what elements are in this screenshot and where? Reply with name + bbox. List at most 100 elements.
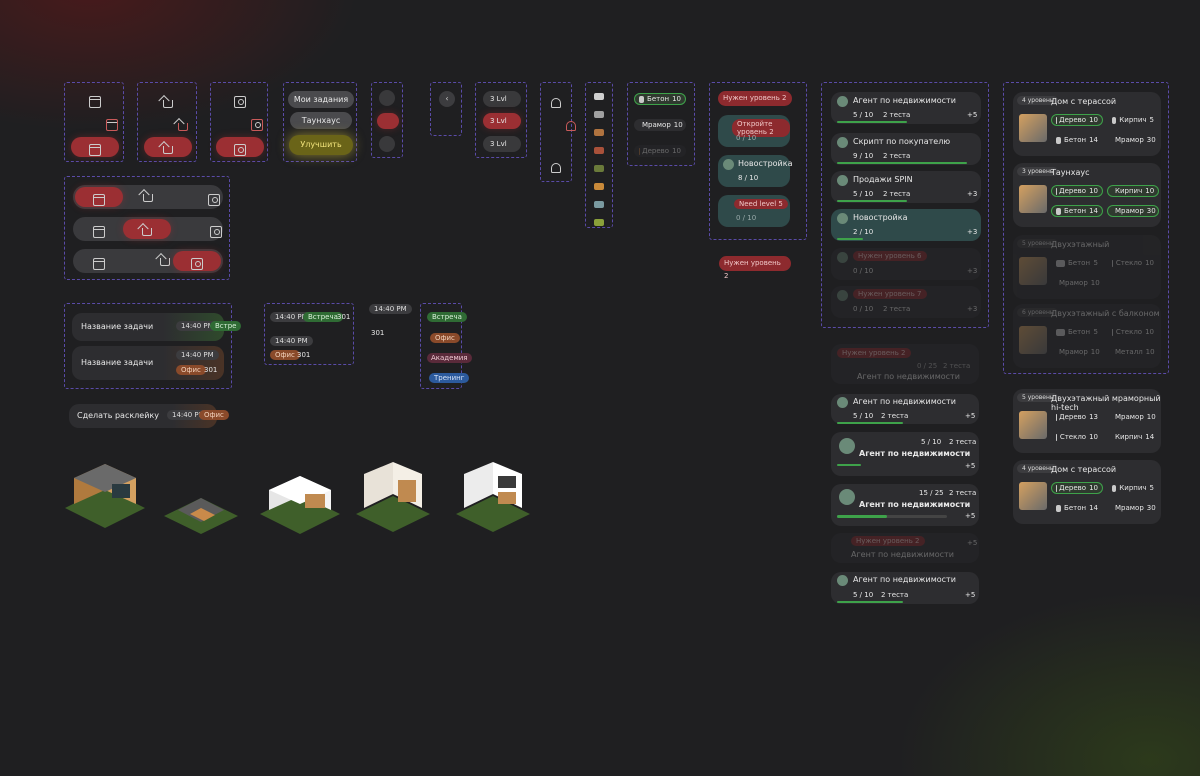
house-thumbnail [1019, 326, 1047, 354]
navbar [73, 185, 223, 209]
agent-card[interactable]: Агент по недвижимости 5 / 10 2 теста +5 [831, 572, 979, 604]
home-button-active[interactable] [144, 137, 192, 157]
houses-list [1003, 82, 1169, 374]
tree-icon [594, 219, 604, 226]
marble-icon [594, 93, 604, 100]
calendar-icon[interactable] [93, 258, 105, 270]
tag-chips: Встреча Офис Академия Тренинг [420, 303, 472, 389]
house-illustration-1 [65, 464, 145, 528]
townhouse-button[interactable]: Таунхаус [290, 112, 352, 129]
profile-icon[interactable] [251, 119, 264, 131]
avatar [837, 137, 848, 148]
level-pill-active[interactable]: 3 Lvl [483, 113, 521, 129]
nav-profile-active[interactable] [173, 251, 221, 271]
calendar-icon[interactable] [93, 226, 105, 238]
grid-icon[interactable] [379, 90, 395, 106]
bell-icon[interactable] [551, 98, 561, 108]
task-card-variants: Название задачи 14:40 PM Встре Название … [64, 303, 242, 389]
home-icon[interactable] [143, 194, 153, 202]
bell-group [540, 82, 577, 182]
profile-icon[interactable] [234, 96, 246, 108]
agent-card-locked[interactable]: Нужен уровень 2 Агент по недвижимости +5 [831, 533, 979, 563]
my-tasks-button[interactable]: Мои задания [288, 91, 354, 108]
concrete-icon [594, 111, 604, 118]
agent-card[interactable]: Агент по недвижимости 5 / 10 2 теста +5 [831, 394, 979, 424]
house-thumbnail [1019, 411, 1047, 439]
level-pill[interactable]: 3 Lvl [483, 136, 521, 152]
locked-course-card[interactable]: Откройте уровень 2 0 / 10 [718, 115, 790, 147]
chevron-left-icon[interactable]: ‹ [439, 91, 455, 107]
bell-icon[interactable] [566, 121, 577, 131]
tag-training: Тренинг [429, 373, 470, 383]
grid-icon[interactable] [379, 136, 395, 152]
tag-office: Офис [430, 333, 460, 343]
upgrade-button[interactable]: Улучшить [289, 135, 353, 155]
small-icon-group [371, 82, 403, 158]
navbar-variants [64, 176, 230, 280]
home-icon[interactable] [160, 258, 171, 266]
calendar-button-active[interactable] [71, 137, 119, 157]
need-level-badge: Нужен уровень 2 [718, 91, 792, 106]
level-pill[interactable]: 3 Lvl [483, 91, 521, 107]
nav-calendar-active[interactable] [75, 187, 123, 207]
course-card-novostroyka[interactable]: Новостройка 8 / 10 [718, 155, 792, 187]
agent-card-expanded[interactable]: 15 / 25 2 теста Агент по недвижимости +5 [831, 484, 979, 526]
avatar [837, 252, 848, 263]
nav-home-active[interactable] [123, 219, 171, 239]
task-card[interactable]: Название задачи 14:40 PM Офис 301 [72, 346, 224, 380]
profile-icon[interactable] [210, 226, 223, 238]
locked-course-card[interactable]: Need level 5 0 / 10 [718, 195, 790, 227]
grid-icon-active[interactable] [377, 113, 399, 129]
house-illustration-5 [456, 462, 530, 532]
calendar-icon[interactable] [106, 119, 119, 131]
house-thumbnail [1019, 185, 1047, 213]
home-icon[interactable] [163, 100, 173, 108]
task-card[interactable]: Сделать расклейку 14:40 PM Офис [69, 404, 229, 428]
house-illustration-4 [356, 462, 430, 532]
level-group: 3 Lvl 3 Lvl 3 Lvl [475, 82, 527, 158]
brick-icon [594, 147, 604, 154]
avatar [837, 290, 848, 301]
back-group: ‹ [430, 82, 462, 136]
icon-group-calendar [64, 82, 124, 162]
bell-icon[interactable] [551, 163, 561, 173]
profile-button-active[interactable] [216, 137, 264, 157]
home-icon[interactable] [178, 123, 189, 131]
house-thumbnail [1019, 114, 1047, 142]
profile-icon[interactable] [208, 194, 221, 206]
agent-card-locked[interactable]: Нужен уровень 2 0 / 25 2 теста Агент по … [831, 344, 979, 384]
agent-card-expanded[interactable]: 5 / 10 2 теста Агент по недвижимости +5 [831, 432, 979, 476]
task-card[interactable]: Название задачи 14:40 PM Встре [72, 313, 242, 341]
navbar [73, 249, 223, 273]
calendar-icon[interactable] [89, 96, 101, 108]
avatar [723, 159, 734, 170]
